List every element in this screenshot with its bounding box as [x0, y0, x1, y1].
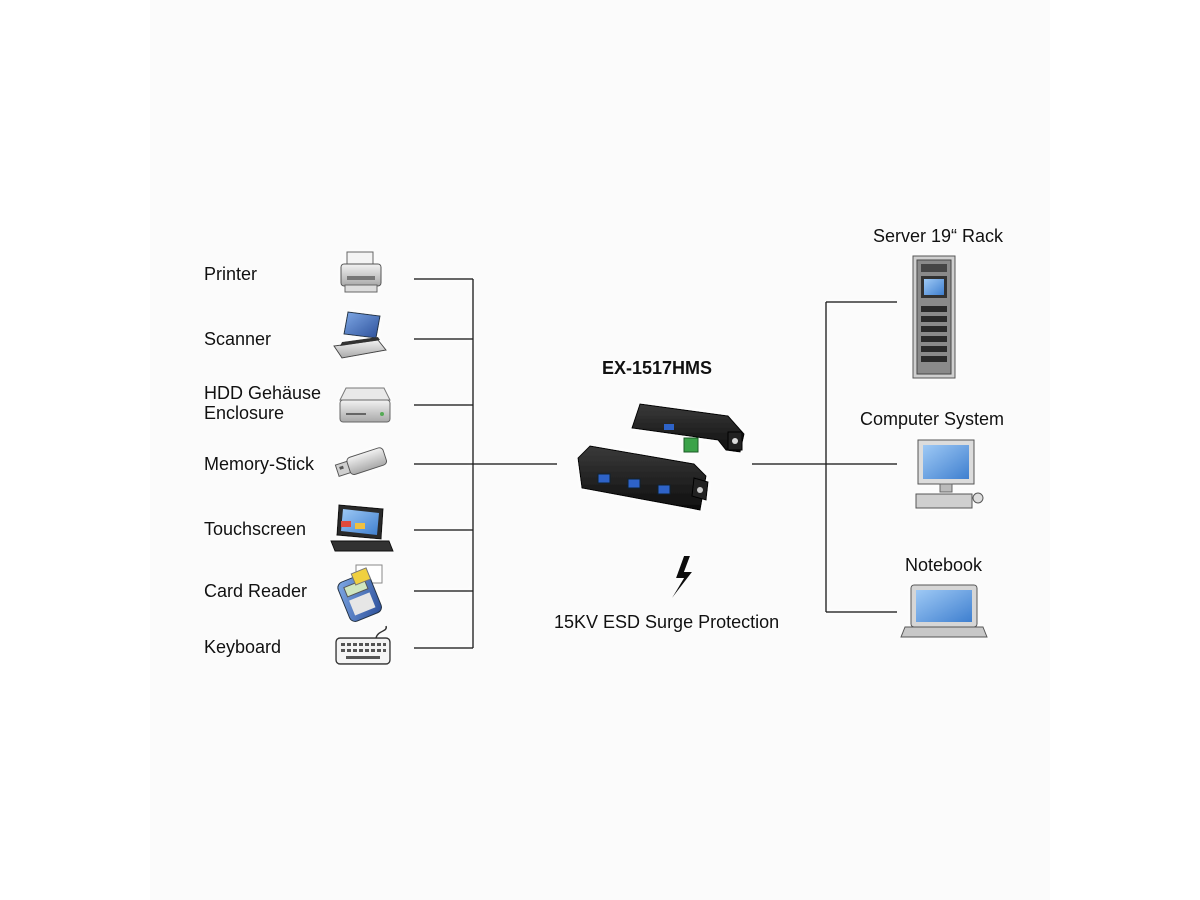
device-label-printer: Printer: [204, 264, 258, 284]
printer-icon: [340, 251, 382, 293]
left-connection-bus: [414, 278, 557, 649]
hdd-enclosure-icon: [339, 387, 391, 423]
hub-model-label: EX-1517HMS: [602, 358, 713, 378]
usb-stick-icon: [334, 447, 388, 478]
device-label-server: Server 19“ Rack: [873, 226, 1004, 246]
device-label-card-reader: Card Reader: [204, 581, 308, 601]
device-label-notebook: Notebook: [905, 555, 983, 575]
server-rack-icon: [912, 255, 956, 379]
device-label-scanner: Scanner: [204, 329, 272, 349]
keyboard-icon: [335, 625, 391, 665]
device-label-computer: Computer System: [860, 409, 1005, 429]
laptop-icon: [900, 584, 988, 638]
device-label-keyboard: Keyboard: [204, 637, 282, 657]
device-label-touchscreen: Touchscreen: [204, 519, 307, 539]
device-label-hdd-line1: HDD Gehäuse: [204, 383, 322, 403]
esd-protection-label: 15KV ESD Surge Protection: [554, 612, 780, 632]
device-label-hdd-line2: Enclosure: [204, 403, 285, 423]
usb-hub-icon: [577, 403, 745, 511]
desktop-computer-icon: [915, 439, 984, 509]
card-reader-icon: [337, 564, 383, 622]
hub-unit-front: [577, 445, 709, 511]
lightning-bolt-icon: [672, 556, 692, 598]
device-label-memory-stick: Memory-Stick: [204, 454, 315, 474]
scanner-icon: [333, 311, 387, 359]
right-connection-bus: [752, 301, 897, 613]
touchscreen-pos-icon: [330, 504, 394, 552]
hub-unit-back: [631, 403, 745, 453]
